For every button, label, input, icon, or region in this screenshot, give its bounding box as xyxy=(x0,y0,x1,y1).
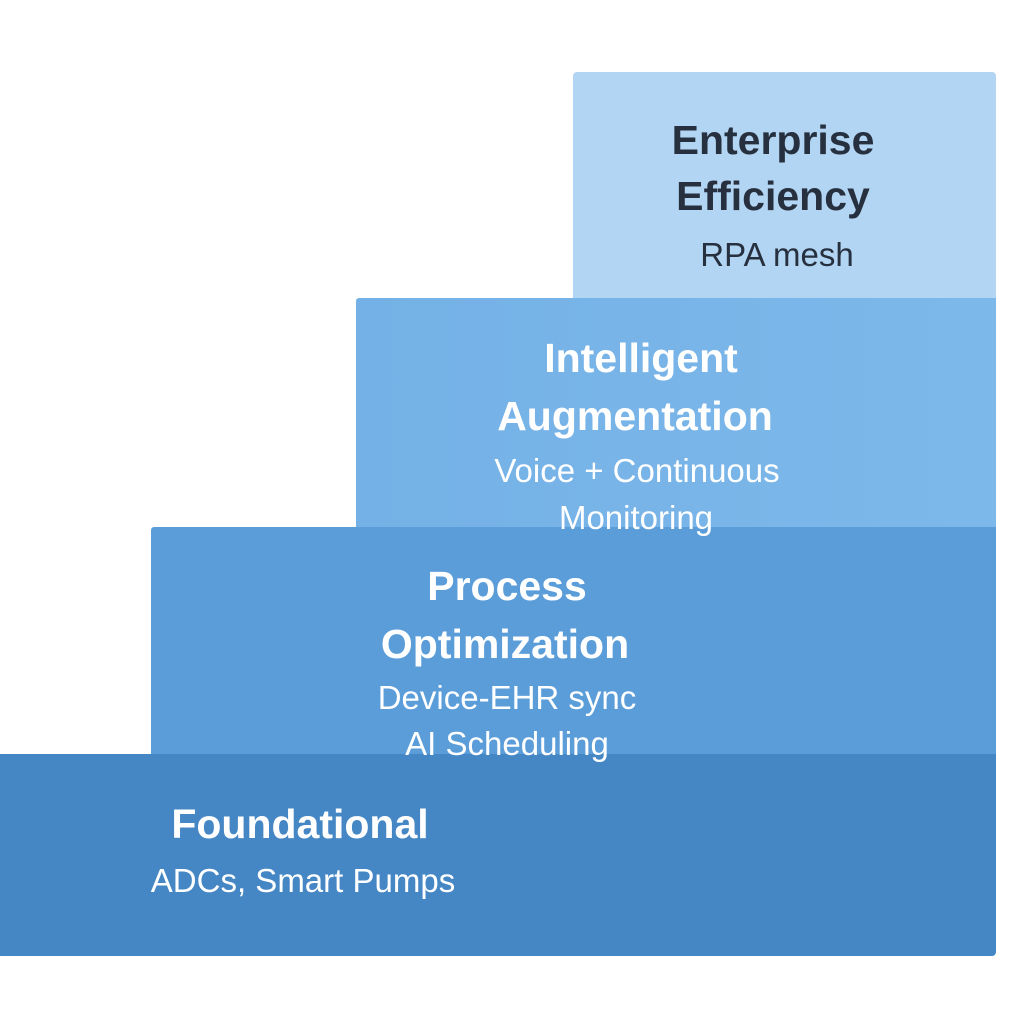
step-subtitle: Monitoring xyxy=(558,499,714,536)
step-intelligent-augmentation xyxy=(356,298,996,528)
step-subtitle: Voice + Continuous xyxy=(494,452,780,489)
step-process-optimization xyxy=(151,527,996,755)
step-title: Process xyxy=(427,563,587,609)
step-foundational xyxy=(0,754,996,956)
step-title: Augmentation xyxy=(497,393,773,439)
step-subtitle: AI Scheduling xyxy=(405,725,609,762)
step-title: Intelligent xyxy=(544,335,738,381)
step-enterprise-efficiency xyxy=(573,72,996,298)
step-title: Efficiency xyxy=(676,173,870,219)
step-title: Enterprise xyxy=(671,117,875,163)
step-subtitle: Device-EHR sync xyxy=(377,679,637,716)
step-subtitle: ADCs, Smart Pumps xyxy=(150,862,456,899)
step-title: Optimization xyxy=(380,621,630,667)
step-title: Foundational xyxy=(171,801,429,847)
step-subtitle: RPA mesh xyxy=(700,236,854,273)
